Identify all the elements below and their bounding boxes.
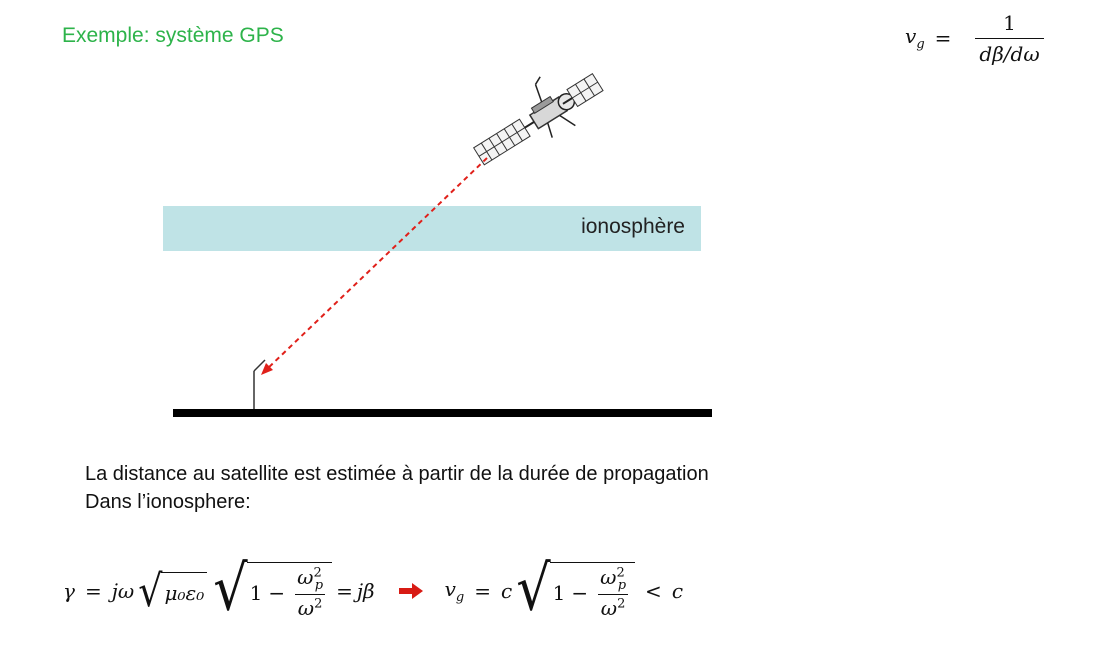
minus-sign: − (268, 580, 286, 605)
j-omega-term: jω (111, 579, 135, 603)
plasma-frequency-fraction-2: ω2p ω2 (597, 565, 629, 620)
sqrt-plasma-term: √ 1 − ω2p ω2 (213, 557, 333, 620)
explanation-text: La distance au satellite est estimée à p… (85, 460, 709, 516)
equals-sign: = (84, 579, 102, 603)
ground-line (173, 409, 712, 417)
omega-p-squared: ω2p (600, 565, 627, 593)
radical-sign: √ (138, 565, 163, 617)
fraction-denominator: dβ/dω (975, 37, 1044, 66)
one: 1 (249, 580, 263, 605)
sqrt-mu-epsilon: √ μ₀ε₀ (138, 565, 208, 617)
equals-sign: = (934, 26, 952, 50)
vg-symbol: vg (905, 24, 925, 52)
signal-arrowhead (261, 363, 273, 375)
equals-sign: = (336, 579, 353, 603)
satellite-icon (473, 72, 604, 166)
slide-title: Exemple: système GPS (62, 24, 284, 47)
j-beta-term: jβ (356, 579, 375, 603)
solar-panel-left (473, 118, 531, 166)
vg-symbol: vg (444, 577, 465, 605)
signal-path-arrow (265, 157, 488, 371)
minus-sign: − (571, 580, 589, 605)
implies-arrow-icon (398, 583, 423, 599)
one: 1 (552, 580, 566, 605)
antenna-icon (253, 359, 266, 409)
less-than-sign: < (645, 579, 662, 603)
radical-sign: √ (516, 551, 551, 625)
group-velocity-formula: vg = 1 dβ/dω (905, 6, 1044, 70)
paragraph-line-2: Dans l’ionosphere: (85, 491, 251, 513)
equals-sign: = (474, 579, 491, 603)
mu-epsilon: μ₀ε₀ (161, 572, 208, 610)
c-symbol: c (501, 579, 513, 603)
paragraph-line-1: La distance au satellite est estimée à p… (85, 463, 709, 485)
omega-squared: ω2 (597, 594, 629, 620)
plasma-radicand: 1 − ω2p ω2 (246, 562, 333, 620)
plasma-radicand-2: 1 − ω2p ω2 (549, 562, 636, 620)
sqrt-plasma-term-2: √ 1 − ω2p ω2 (516, 557, 636, 620)
solar-panel-right (566, 72, 604, 108)
ionosphere-label: ionosphère (581, 215, 685, 238)
c-symbol: c (671, 579, 684, 603)
fraction-numerator: 1 (1003, 10, 1016, 35)
plasma-frequency-fraction: ω2p ω2 (294, 565, 326, 620)
radical-sign: √ (213, 551, 248, 625)
omega-p-squared: ω2p (297, 565, 324, 593)
vg-fraction: 1 dβ/dω (975, 10, 1044, 66)
ionosphere-layer: ionosphère (163, 206, 701, 251)
propagation-formula: γ = jω √ μ₀ε₀ √ 1 − ω2p ω2 = jβ vg = c √… (63, 553, 683, 629)
omega-squared: ω2 (294, 594, 326, 620)
gamma-symbol: γ (63, 579, 75, 603)
